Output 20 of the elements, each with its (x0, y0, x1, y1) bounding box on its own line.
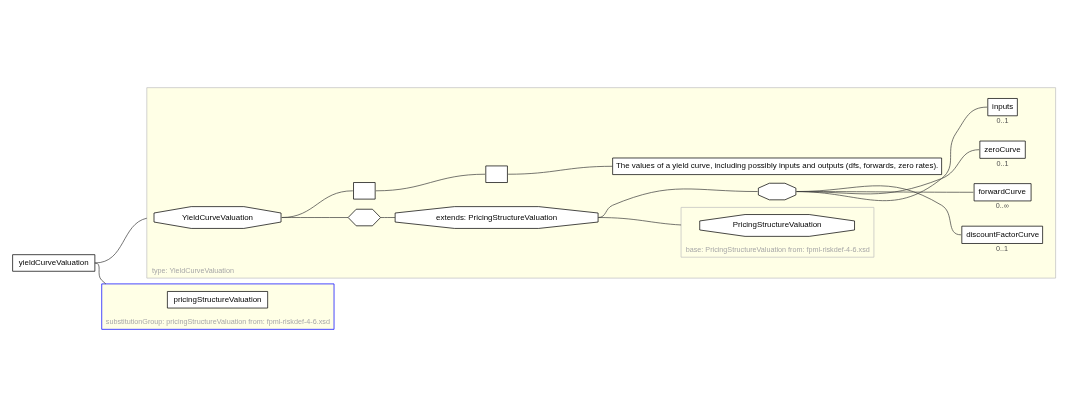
node-box: yieldCurveValuation (12, 253, 96, 272)
connector (380, 216, 396, 218)
node-octagon (758, 182, 797, 200)
node-box (485, 165, 508, 183)
node-box (353, 181, 376, 199)
connector (94, 262, 107, 284)
node-label: 0..1 (996, 115, 1009, 125)
node-box: The values of a yield curve, including possibly inputs and outputs (dfs, forwards, zero rates). (612, 157, 942, 175)
node-hexagon (347, 208, 381, 226)
node-label: 0..1 (996, 158, 1009, 168)
connector (375, 173, 486, 191)
node-label: 0..1 (996, 243, 1009, 253)
connector (796, 185, 962, 235)
connector (597, 188, 758, 218)
connector (281, 189, 354, 218)
connector (281, 216, 349, 218)
node-box: pricingStructureValuation (167, 290, 269, 308)
node-label: 0..∞ (995, 200, 1009, 210)
connector (507, 165, 613, 175)
connector (94, 217, 148, 263)
